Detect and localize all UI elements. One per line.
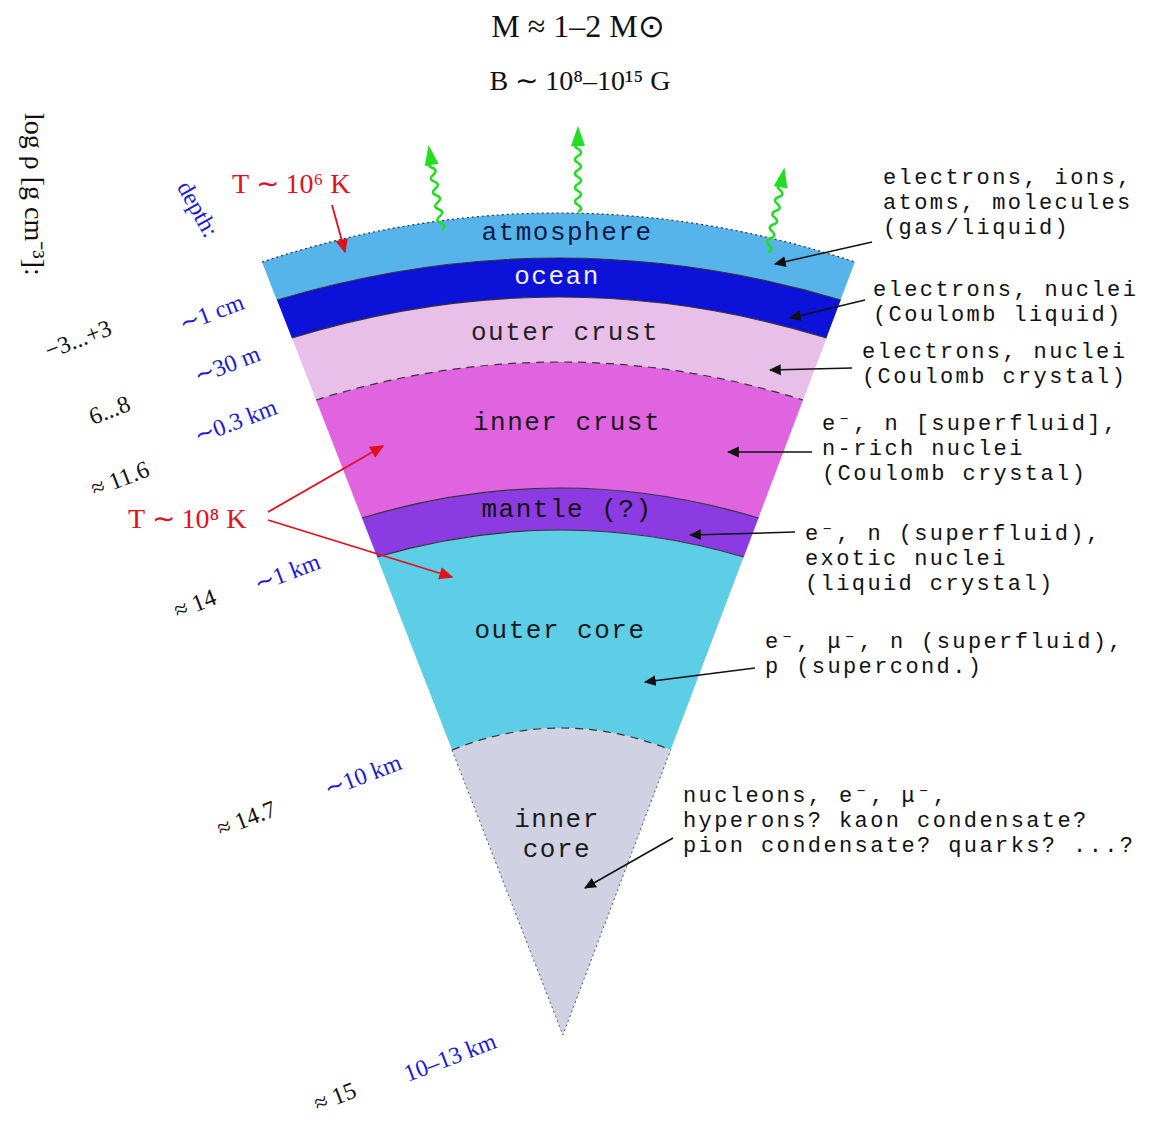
depth-value: 10–13 km — [400, 1028, 500, 1088]
mass-label: M ≈ 1–2 M⊙ — [491, 7, 664, 45]
depth-value: ∼1 km — [250, 547, 324, 598]
composition-note: electrons, nuclei (Coulomb crystal) — [862, 340, 1127, 390]
arrow-head — [422, 144, 439, 166]
text-line: core — [514, 836, 600, 866]
arrow-head — [774, 166, 792, 188]
depth-value: ∼30 m — [190, 339, 264, 390]
band-shape — [452, 728, 671, 1035]
temperature-label: T ∼ 10⁶ K — [232, 167, 351, 200]
text-line: e⁻, μ⁻, n (superfluid), — [765, 630, 1124, 655]
depth-value: ∼1 cm — [175, 288, 248, 338]
layer-band: outer crust — [292, 297, 827, 400]
layer-band: outer core — [377, 530, 744, 750]
text-line: inner — [514, 806, 600, 836]
band-fill — [452, 728, 671, 1035]
arrow-head — [571, 126, 585, 146]
cone-edge — [452, 750, 671, 1035]
density-value: ≈ 14.7 — [213, 795, 280, 842]
layer-name: outer crust — [471, 319, 659, 349]
text-line: n-rich nuclei — [822, 437, 1118, 462]
text-line: electrons, nuclei — [862, 340, 1127, 365]
layer-band: mantle (?) — [362, 488, 759, 557]
layer-name: inner core — [514, 806, 600, 866]
text-line: pion condensate? quarks? ...? — [683, 834, 1135, 859]
layer-name: atmosphere — [481, 219, 652, 249]
text-line: (gas/liquid) — [883, 216, 1133, 241]
band-boundary — [262, 213, 855, 262]
axis-label: log ρ [g cm⁻³]: — [17, 113, 55, 276]
text-line: e⁻, n [superfluid], — [822, 412, 1118, 437]
composition-note: e⁻, n [superfluid], n-rich nuclei (Coulo… — [822, 412, 1118, 487]
text-line: (Coulomb crystal) — [862, 365, 1127, 390]
axis-label: depth: — [171, 176, 224, 242]
band-fill — [377, 530, 744, 750]
text-line: (Coulomb crystal) — [822, 462, 1118, 487]
text-line: hyperons? kaon condensate? — [683, 809, 1135, 834]
text-line: atoms, molecules — [883, 191, 1133, 216]
composition-note: electrons, ions, atoms, molecules (gas/l… — [883, 166, 1133, 241]
density-value: ≈ 15 — [310, 1077, 360, 1118]
composition-note: e⁻, μ⁻, n (superfluid), p (supercond.) — [765, 630, 1124, 680]
wave-line — [575, 142, 581, 212]
layer-name: outer core — [474, 617, 645, 647]
text-line: exotic nuclei — [805, 547, 1101, 572]
band-shape — [316, 362, 803, 518]
text-line: electrons, nuclei — [873, 278, 1138, 303]
band-boundary — [452, 728, 671, 750]
text-line: nucleons, e⁻, μ⁻, — [683, 784, 1135, 809]
band-boundary — [316, 362, 803, 400]
text-line: p (supercond.) — [765, 655, 1124, 680]
layer-name: mantle (?) — [481, 496, 652, 526]
density-value: 6...8 — [85, 390, 134, 430]
density-value: −3...+3 — [41, 315, 115, 365]
layer-name: ocean — [514, 263, 600, 293]
leader-arrow — [728, 451, 812, 453]
depth-value: ∼10 km — [320, 748, 405, 803]
emission-arrow — [571, 126, 585, 212]
layer-name: inner crust — [473, 409, 661, 439]
text-line: electrons, ions, — [883, 166, 1133, 191]
text-line: (Coulomb liquid) — [873, 303, 1138, 328]
emission-arrow — [422, 144, 449, 231]
density-value: ≈ 14 — [170, 584, 220, 625]
composition-note: nucleons, e⁻, μ⁻, hyperons? kaon condens… — [683, 784, 1135, 859]
composition-note: e⁻, n (superfluid), exotic nuclei (liqui… — [805, 522, 1101, 597]
text-line: e⁻, n (superfluid), — [805, 522, 1101, 547]
band-shape — [292, 297, 827, 400]
field-label: B ∼ 10⁸–10¹⁵ G — [490, 64, 671, 97]
layer-band: inner crust — [316, 362, 803, 518]
temperature-label: T ∼ 10⁸ K — [128, 502, 247, 535]
depth-value: ∼0.3 km — [190, 393, 281, 450]
text-line: (liquid crystal) — [805, 572, 1101, 597]
band-boundary — [277, 258, 841, 300]
band-boundary — [377, 530, 744, 557]
layer-band: inner core — [452, 728, 671, 1035]
density-value: ≈ 11.6 — [87, 456, 153, 503]
composition-note: electrons, nuclei (Coulomb liquid) — [873, 278, 1138, 328]
